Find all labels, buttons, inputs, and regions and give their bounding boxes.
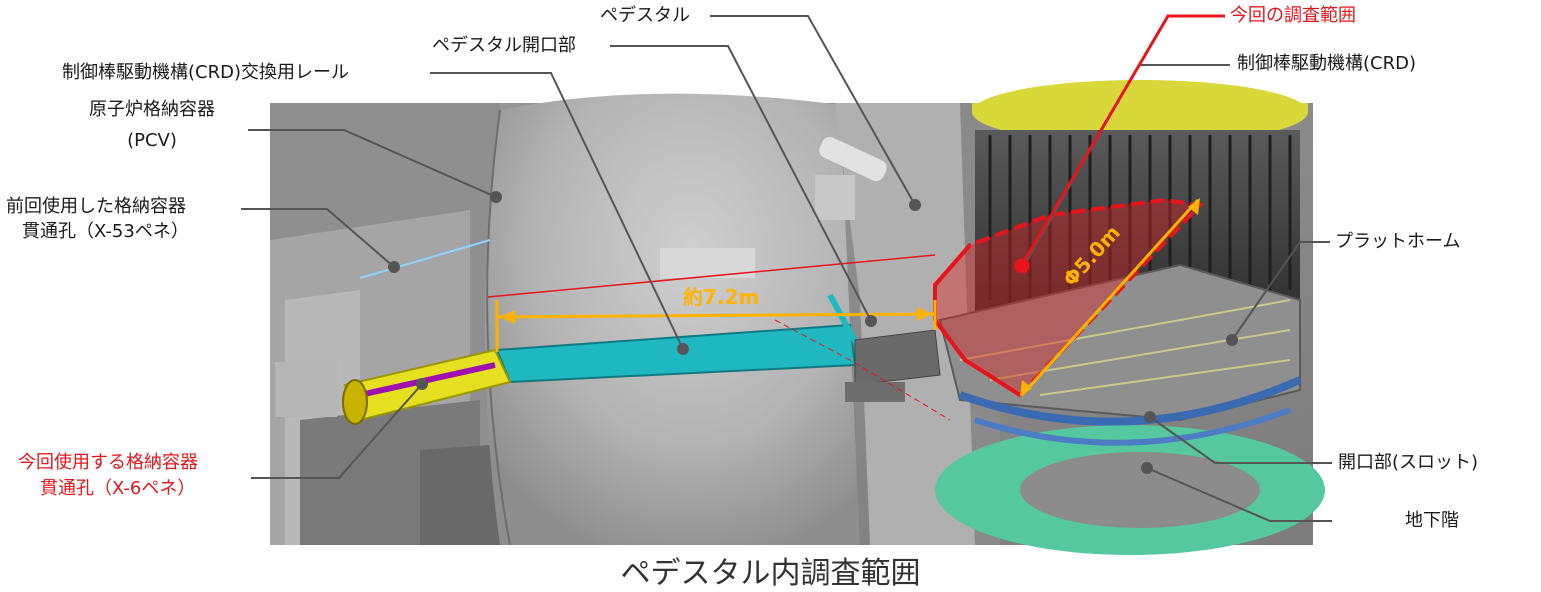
platform — [938, 263, 1301, 422]
x53-marker — [359, 239, 491, 279]
label-this-penetration-line2: 貫通孔（X-6ペネ） — [40, 478, 196, 499]
label-this-penetration-line1: 今回使用する格納容器 — [18, 452, 198, 473]
label-crd-rail: 制御棒駆動機構(CRD)交換用レール — [62, 62, 349, 83]
label-pedestal: ペデスタル — [600, 5, 690, 26]
pipe-fixture — [815, 136, 887, 220]
label-crd: 制御棒駆動機構(CRD) — [1237, 53, 1416, 74]
label-survey-area: 今回の調査範囲 — [1230, 5, 1356, 26]
label-platform: プラットホーム — [1335, 231, 1461, 252]
pcv-wall — [485, 93, 860, 546]
leader-lines — [241, 15, 1332, 522]
diameter-dimension — [1020, 198, 1200, 397]
label-pedestal-opening: ペデスタル開口部 — [432, 35, 576, 56]
pedestal-wall — [835, 103, 985, 545]
label-pcv-line1: 原子炉格納容器 — [89, 99, 215, 120]
rail-length-text: 約7.2m — [683, 285, 760, 309]
camera-placeholder-box — [275, 362, 337, 417]
rail-length-dimension — [495, 300, 937, 352]
label-prev-penetration-line1: 前回使用した格納容器 — [6, 196, 186, 217]
label-basement: 地下階 — [1405, 510, 1459, 531]
label-prev-penetration-line2: 貫通孔（X-53ペネ） — [22, 221, 189, 242]
label-pcv-line2: (PCV) — [127, 130, 177, 151]
label-slot: 開口部(スロット) — [1338, 452, 1479, 473]
diagram-caption: ペデスタル内調査範囲 — [620, 556, 921, 591]
